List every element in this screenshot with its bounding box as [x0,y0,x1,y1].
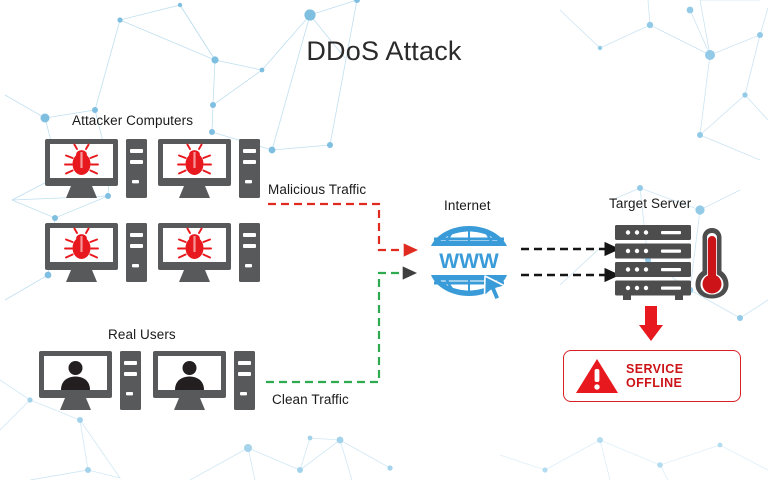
attacker-computers-label: Attacker Computers [72,113,194,128]
server-thermometer [694,226,730,300]
page-title: DDoS Attack [306,36,462,66]
person-icon [175,361,204,390]
cursor-arrow-icon [483,275,506,301]
attacker-computer-1 [44,138,148,200]
real-user-computer-1-svg [39,351,141,410]
attacker-computer-3 [44,222,148,284]
status-badge-text: SERVICE OFFLINE [626,362,684,390]
bug-icon [177,143,212,175]
bug-icon [64,143,99,175]
tower-pc-icon [239,223,260,282]
status-badge: SERVICE OFFLINE [563,350,741,402]
tower-pc-icon [239,139,260,198]
real-users-label: Real Users [108,327,176,342]
clean-traffic-path [266,266,417,384]
globe-www-text: WWW [439,250,499,273]
target-server-label: Target Server [609,196,692,211]
attacker-computer-3-svg [45,223,147,282]
server-to-status-arrow [639,306,663,341]
internet-label: Internet [444,198,491,213]
globe-www-icon: WWW [431,226,507,301]
attacker-computer-4 [157,222,261,284]
clean-traffic-label: Clean Traffic [272,392,349,407]
attacker-computer-4-svg [158,223,260,282]
server-rack-icon [615,225,691,300]
tower-pc-icon [120,351,141,410]
malicious-traffic-label: Malicious Traffic [268,182,367,197]
bug-icon [177,227,212,259]
attacker-computer-2 [157,138,261,200]
real-user-computer-1 [38,350,142,412]
real-user-computer-2 [152,350,256,412]
internet-globe: WWW [425,222,513,304]
real-user-computer-2-svg [153,351,255,410]
tower-pc-icon [126,139,147,198]
target-server-rack [615,225,691,301]
tower-pc-icon [234,351,255,410]
attacker-computer-2-svg [158,139,260,198]
tower-pc-icon [126,223,147,282]
attacker-computer-1-svg [45,139,147,198]
person-icon [61,361,90,390]
thermometer-icon [695,228,729,299]
warning-triangle-icon [576,359,618,393]
malicious-traffic-path [268,202,418,257]
bug-icon [64,227,99,259]
